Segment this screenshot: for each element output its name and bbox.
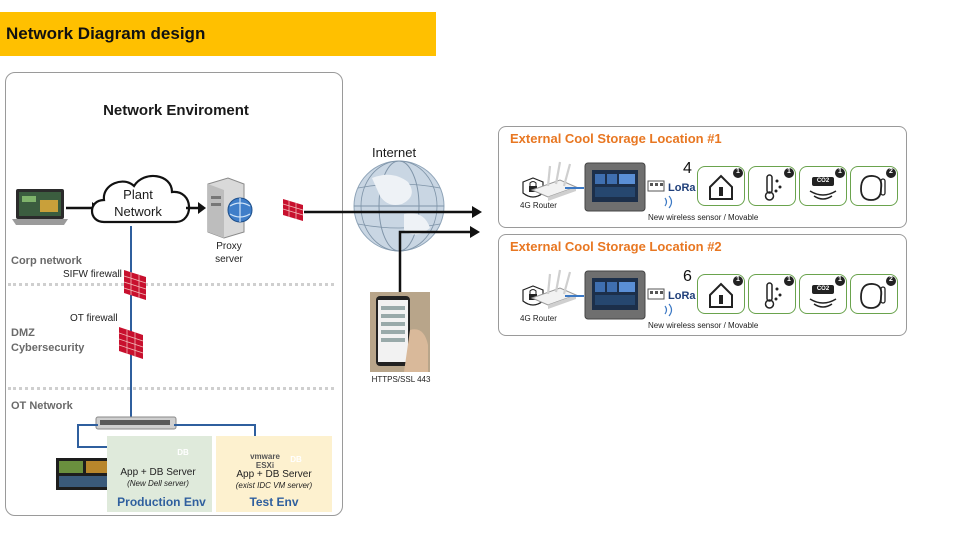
location-1-router-label: 4G Router <box>520 201 557 210</box>
cloud-label: Plant Network <box>114 187 162 219</box>
test-env-name: Test Env <box>249 495 299 509</box>
location-1-lora-label: LoRa <box>668 182 696 194</box>
product-temperature-icon <box>860 276 896 309</box>
production-server-label: App + DB Server <box>120 467 196 478</box>
location-2-product-temp-sensor: 2 <box>850 274 898 314</box>
ot-firewall-label: OT firewall <box>70 313 118 324</box>
sensor-badge: 1 <box>787 168 791 175</box>
io-module-icon <box>647 288 665 300</box>
sensor-badge: 1 <box>838 168 842 175</box>
proxy-server-icon <box>207 177 253 239</box>
sifw-firewall-label: SIFW firewall <box>63 269 122 280</box>
sensor-badge: 1 <box>838 276 842 283</box>
internet-label: Internet <box>372 145 417 160</box>
location-2-content: 6 LoRa 4G Router New wireless sensor / M… <box>0 108 960 541</box>
product-temperature-icon <box>860 168 896 201</box>
sensor-badge: 2 <box>889 276 893 283</box>
co2-sensor-icon <box>809 276 845 308</box>
location-2-home-sensor: 1 <box>697 274 745 314</box>
sensor-badge: 1 <box>736 276 740 283</box>
hmi-panel-icon <box>584 270 646 320</box>
test-db-label: DB <box>290 455 302 464</box>
co2-label: CO2 <box>816 178 830 184</box>
laptop-icon <box>12 189 68 225</box>
monitoring-screen-icon <box>56 458 114 490</box>
location-2-graphics <box>522 269 673 320</box>
location-1-humidity-sensor: 1 <box>748 166 796 206</box>
lora-wave-icon <box>664 303 673 317</box>
cloud-icon <box>90 174 191 224</box>
location-1-caption: New wireless sensor / Movable <box>648 213 759 222</box>
location-2-lora-label: LoRa <box>668 290 696 302</box>
environment-title: Network Enviroment <box>103 102 249 119</box>
dmz-ot-divider <box>8 387 334 390</box>
location-2-caption: New wireless sensor / Movable <box>648 321 759 330</box>
location-2-title: External Cool Storage Location #2 <box>510 239 722 254</box>
proxy-label: Proxy server <box>215 241 243 265</box>
production-env-panel <box>107 436 212 512</box>
sifw-firewall-icon <box>123 270 147 300</box>
vmware-label: vmware ESXi <box>250 452 280 470</box>
zone-corp-network: Corp network <box>11 255 82 267</box>
home-temperature-icon <box>709 276 743 308</box>
sensor-badge: 2 <box>889 168 893 175</box>
network-switch-icon <box>95 416 177 430</box>
location-1-sensor-count: 4 <box>683 160 692 177</box>
phone-photo <box>370 292 430 372</box>
location-2-co2-sensor: CO2 1 <box>799 274 847 314</box>
location-1-title: External Cool Storage Location #1 <box>510 131 722 146</box>
globe-icon <box>353 160 445 252</box>
production-env-name: Production Env <box>117 495 206 509</box>
zone-dmz: DMZ <box>11 327 35 339</box>
location-1-co2-sensor: CO2 1 <box>799 166 847 206</box>
io-module-icon <box>647 180 665 192</box>
sensor-badge: 1 <box>736 168 740 175</box>
humidity-thermometer-icon <box>764 168 794 201</box>
location-1-product-temp-sensor: 2 <box>850 166 898 206</box>
location-2-sensor-count: 6 <box>683 268 692 285</box>
test-env-panel <box>216 436 332 512</box>
ot-firewall-icon <box>118 327 144 359</box>
hmi-panel-icon <box>584 162 646 212</box>
lora-wave-icon <box>664 195 673 209</box>
co2-label: CO2 <box>816 286 830 292</box>
sensor-badge: 1 <box>787 276 791 283</box>
location-1-home-sensor: 1 <box>697 166 745 206</box>
firewall-icon <box>282 199 304 221</box>
humidity-thermometer-icon <box>764 276 794 309</box>
production-server-note: (New Dell server) <box>127 479 189 488</box>
location-2-humidity-sensor: 1 <box>748 274 796 314</box>
home-temperature-icon <box>709 168 743 200</box>
co2-sensor-icon <box>809 168 845 200</box>
title-bar <box>0 12 436 56</box>
test-server-note: (exist IDC VM server) <box>235 481 313 490</box>
production-db-label: DB <box>177 448 189 457</box>
zone-cybersecurity: Cybersecurity <box>11 342 85 354</box>
phone-label: HTTPS/SSL 443 <box>371 375 431 384</box>
corp-dmz-divider <box>8 283 334 286</box>
page-title: Network Diagram design <box>6 24 206 43</box>
zone-ot-network: OT Network <box>11 400 73 412</box>
test-server-label: App + DB Server <box>236 469 312 480</box>
location-2-router-label: 4G Router <box>520 314 557 323</box>
